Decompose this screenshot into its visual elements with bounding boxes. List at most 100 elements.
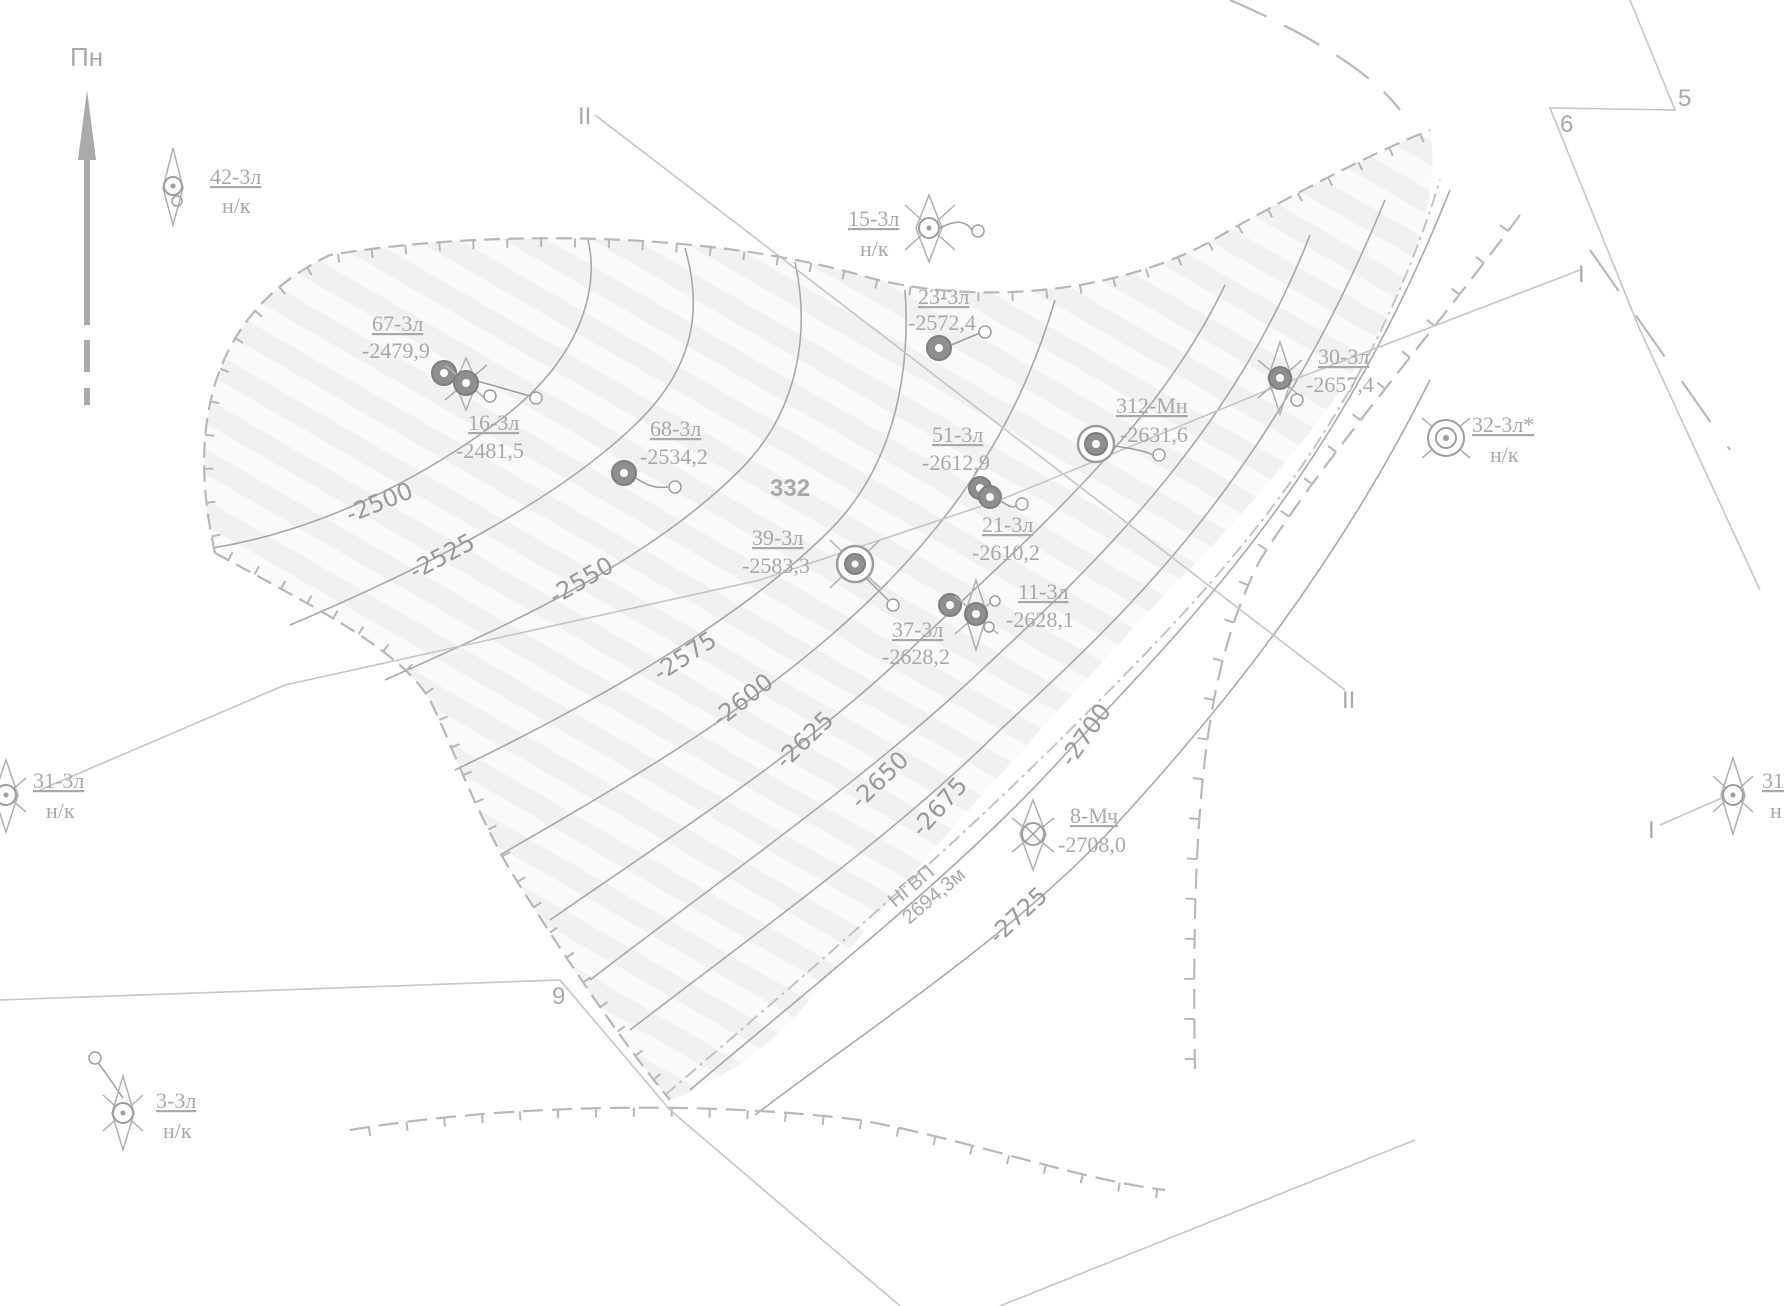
fault-tick [518, 1111, 522, 1121]
north-label: Пн [70, 42, 103, 72]
fault-tick [742, 251, 746, 261]
fault-tick [1499, 224, 1509, 232]
fault-tick [616, 1025, 626, 1033]
well-value: -2628,1 [1006, 607, 1074, 632]
well-32[interactable]: 32-3л* н/к [1421, 412, 1534, 467]
well-name: 30-3л [1318, 344, 1369, 369]
fault-tick [969, 1145, 974, 1155]
well-name: 37-3л [892, 617, 943, 642]
block-label: 332 [770, 475, 810, 502]
well-name: 67-3л [372, 311, 423, 336]
oil-pool-area [204, 130, 1433, 1100]
contour-line-2650 [589, 234, 1311, 981]
fault-upper-right [1229, 0, 1401, 111]
fault-tick [1078, 284, 1083, 294]
fault-tick [462, 770, 472, 777]
well-name: 68-3л [650, 416, 701, 441]
contour-line-2600 [499, 299, 1056, 856]
fault-tick [1388, 147, 1394, 157]
fault-tick [1112, 277, 1117, 288]
fault-tick [1426, 319, 1436, 327]
well-name: 11-3л [1018, 579, 1069, 604]
fault-tick [932, 1136, 937, 1146]
fault-number: 9 [552, 983, 565, 1010]
fault-tick [1237, 225, 1244, 234]
fault-tick [1238, 580, 1249, 587]
contour-line-2575 [454, 289, 907, 771]
well-21[interactable]: 21-3л -2610,2 [972, 485, 1040, 565]
well-value: -2657,4 [1306, 372, 1374, 397]
well-16[interactable]: 16-3л -2481,5 [444, 356, 524, 463]
well-value: н/к [163, 1118, 192, 1143]
fault-number: 6 [1560, 111, 1573, 138]
contour-label: -2700 [1054, 698, 1117, 771]
profile-label: I [1578, 261, 1585, 288]
well-42[interactable]: 42-3л н/к [162, 147, 261, 228]
well-name: 16-3л [468, 410, 519, 435]
fault-tick [336, 253, 341, 263]
fault-tick [549, 926, 558, 934]
fault-tick [1475, 256, 1485, 264]
well-8[interactable]: 8-Мч -2708,0 [1011, 797, 1126, 873]
well-value: н/к [46, 798, 75, 823]
well-3[interactable]: 3-3л н/к [88, 1051, 196, 1153]
well-30[interactable]: 30-3л -2657,4 [1257, 339, 1374, 417]
well-11[interactable]: 11-3л -2628,1 [954, 577, 1074, 653]
fault-tick [1207, 242, 1214, 251]
fault-tick [404, 245, 408, 255]
contour-line-2550 [384, 261, 802, 681]
well-name: 51-3л [932, 422, 983, 447]
fault-tick [206, 500, 216, 504]
well-value: -2628,2 [882, 644, 950, 669]
well-39[interactable]: 39-3л -2583,3 [742, 525, 900, 612]
fault-tick [1005, 1155, 1011, 1165]
fault-tick [1257, 543, 1268, 551]
fault-tick [1351, 413, 1362, 422]
fault-tick [1303, 477, 1313, 485]
fault-tick [438, 242, 441, 252]
well-name: 32-3л* [1472, 412, 1534, 437]
fault-tick [501, 850, 511, 858]
fault-tick [205, 433, 215, 437]
fault-tick [1224, 618, 1235, 624]
fault-tick [405, 663, 413, 672]
fault-tick [533, 901, 542, 909]
well-312[interactable]: 312-Мн -2631,6 [1076, 393, 1188, 464]
well-68[interactable]: 68-3л -2534,2 [611, 416, 708, 494]
fault-tick [821, 1115, 825, 1125]
well-value: н/к [222, 193, 251, 218]
fault-pool-south [214, 552, 671, 1101]
fault-tick [1327, 445, 1337, 453]
well-value: -2612,9 [922, 450, 990, 475]
fault-ticks [204, 133, 1509, 1199]
well-name: 31 [1762, 768, 1784, 793]
fault-tick [443, 1117, 447, 1127]
well-name: 31-3л [33, 768, 84, 793]
contour-label: -2725 [983, 881, 1053, 949]
fault-tick [1042, 1164, 1047, 1175]
well-31-right[interactable]: 31 н [1712, 755, 1784, 837]
well-31[interactable]: 31-3л н/к [0, 757, 84, 835]
fault-tick [942, 290, 946, 300]
fault-tick [438, 715, 449, 721]
fault-tick [1357, 161, 1364, 171]
well-value: -2708,0 [1058, 832, 1126, 857]
well-37[interactable]: 37-3л -2628,2 [882, 593, 962, 669]
well-67[interactable]: 67-3л -2479,9 [362, 311, 543, 405]
fault-tick [1401, 350, 1411, 359]
block-line-north [1548, 0, 1761, 591]
fault-tick [895, 1127, 900, 1137]
fault-tick [487, 824, 497, 831]
well-value: -2534,2 [640, 444, 708, 469]
well-15[interactable]: 15-3л н/к [848, 192, 985, 265]
fault-tick [1189, 817, 1200, 821]
fault-far-right [1589, 249, 1731, 451]
well-23[interactable]: 23-3л -2572,4 [908, 284, 992, 361]
fault-tick [425, 687, 434, 695]
well-value: -2583,3 [742, 553, 810, 578]
fault-tick [1212, 657, 1223, 662]
fault-tick [808, 262, 813, 273]
fault-tick [481, 1114, 484, 1124]
